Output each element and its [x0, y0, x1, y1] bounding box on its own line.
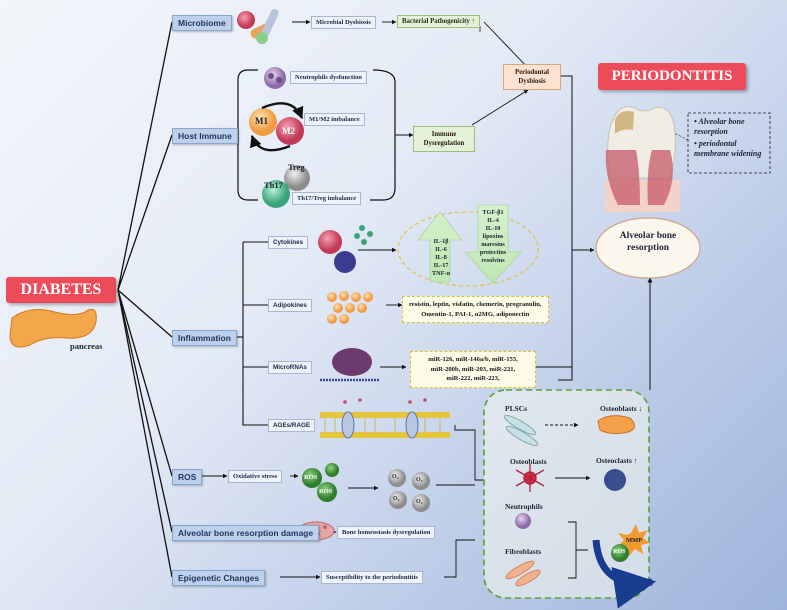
neutrophils-label: Neutrophils	[505, 502, 543, 511]
ros-molecule-label-1: ROS	[304, 474, 318, 481]
micrornas-tag: MicroRNAs	[268, 361, 312, 374]
periodontitis-note-1: • Alveolar bone resorption	[694, 117, 745, 136]
pancreas-label: pancreas	[70, 341, 103, 351]
adipokines-tag: Adipokines	[268, 299, 312, 312]
osteoblasts-down-label: Osteoblasts ↓	[600, 404, 643, 413]
category-inflammation: Inflammation	[172, 330, 237, 346]
tooth-illustration	[605, 106, 680, 212]
category-epigenetic: Epigenetic Changes	[172, 570, 266, 586]
ros-cell-label: ROS	[613, 549, 626, 555]
fibroblasts-label: Fibroblasts	[505, 547, 542, 556]
m2-label: M2	[282, 126, 295, 136]
mirna-list: miR-126, miR-146a/b, miR-155, miR-200b, …	[410, 351, 536, 388]
susceptibility: Susceptibility to the periodontitis	[321, 571, 423, 584]
o2-label-4: O₂	[416, 499, 423, 505]
microbial-dysbiosis: Microbial Dysbiosis	[311, 16, 376, 29]
m1m2-imbalance: M1/M2 imbalance	[304, 113, 365, 126]
m1-label: M1	[255, 116, 268, 126]
treg-label: Treg	[288, 162, 305, 172]
category-host-immune: Host Immune	[172, 128, 238, 144]
cytokine-illustration	[318, 225, 373, 273]
microrna-illustration	[320, 348, 380, 382]
pancreas-illustration	[9, 308, 97, 348]
th17-label: Th17	[264, 180, 283, 190]
periodontal-dysbiosis: Periodontal Dysbiosis	[503, 64, 561, 91]
alveolar-bone-resorption: Alveolar bone resorption	[619, 231, 677, 254]
o2-label-3: O₂	[393, 496, 400, 502]
bone-homeostasis: Bone homeostasis dysregulation	[337, 526, 436, 539]
osteoclasts-up-label: Osteoclasts ↑	[596, 456, 638, 465]
diabetes-title: DIABETES	[6, 277, 116, 303]
adipokines-list: resistin, leptin, visfatin, chemerin, pr…	[402, 296, 549, 324]
osteoblasts-left-label: Osteoblasts	[510, 457, 547, 466]
category-alveolar-damage: Alveolar bone resorption damage	[172, 525, 320, 541]
cytokines-tag: Cytokines	[268, 236, 309, 249]
o2-label-1: O₂	[392, 474, 399, 480]
o2-label-2: O₂	[416, 477, 423, 483]
periodontitis-title: PERIODONTITIS	[598, 63, 746, 90]
periodontitis-note-2: • periodontal membrane widening	[694, 139, 762, 158]
neutrophils-dysfunction: Neutrophils dysfunction	[290, 71, 367, 84]
adipokine-illustration	[327, 291, 373, 324]
immune-dysregulation: Immune Dysregulation	[413, 126, 475, 153]
membrane-illustration	[320, 398, 450, 439]
ages-rage-tag: AGEs/RAGE	[268, 419, 316, 432]
mmp-label: MMP	[626, 537, 643, 544]
oxidative-stress: Oxidative stress	[228, 470, 283, 483]
category-ros: ROS	[172, 469, 203, 485]
ros-molecule-label-2: ROS	[319, 488, 333, 495]
microbes-illustration	[237, 9, 279, 44]
category-microbiome: Microbiome	[172, 15, 232, 31]
bacterial-pathogenicity: Bacterial Pathogenicity ↑	[397, 15, 480, 28]
plscs-label: PLSCs	[505, 404, 528, 413]
th17treg-imbalance: Th17/Treg imbalance	[292, 192, 362, 205]
